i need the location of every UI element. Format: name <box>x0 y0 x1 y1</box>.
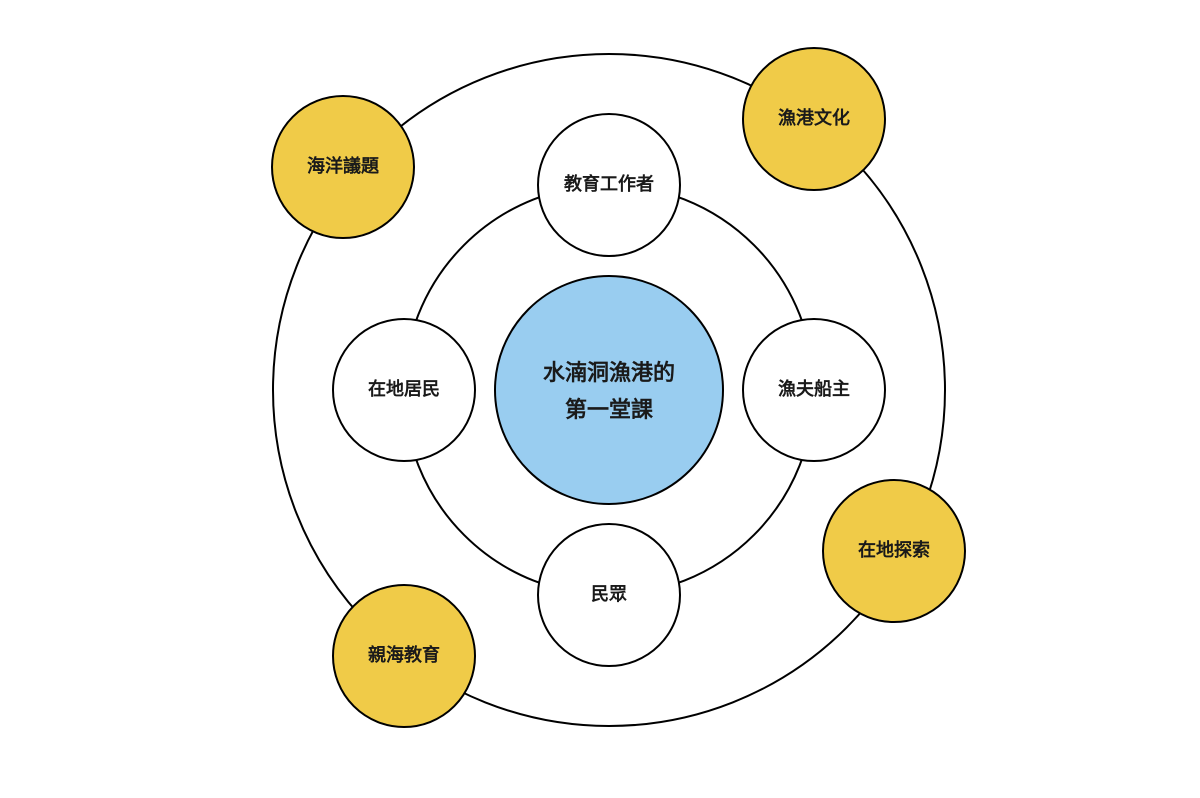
inner-node-label: 民眾 <box>591 584 627 605</box>
outer-node-ocean-issues: 海洋議題 <box>271 95 415 239</box>
outer-node-circle <box>271 95 415 239</box>
inner-node-circle <box>537 113 681 257</box>
outer-node-circle <box>332 584 476 728</box>
outer-node-label: 在地探索 <box>858 539 930 561</box>
inner-node-label: 教育工作者 <box>564 173 654 195</box>
outer-node-label: 漁港文化 <box>778 107 850 129</box>
inner-node-circle <box>537 523 681 667</box>
center-title-line-1: 水湳洞漁港的 <box>543 360 675 386</box>
inner-node-residents: 在地居民 <box>332 318 476 462</box>
outer-node-label: 海洋議題 <box>307 155 380 177</box>
inner-node-label: 在地居民 <box>368 378 440 400</box>
outer-node-harbor-culture: 漁港文化 <box>742 47 886 191</box>
inner-node-circle <box>332 318 476 462</box>
inner-node-public: 民眾 <box>537 523 681 667</box>
inner-node-label: 漁夫船主 <box>778 378 850 400</box>
outer-node-circle <box>822 479 966 623</box>
outer-node-local-exploration: 在地探索 <box>822 479 966 623</box>
inner-node-educators: 教育工作者 <box>537 113 681 257</box>
inner-node-fishermen: 漁夫船主 <box>742 318 886 462</box>
outer-orbit-ring <box>272 53 946 727</box>
center-title-line-2: 第一堂課 <box>565 397 654 423</box>
center-node: 水湳洞漁港的 第一堂課 <box>494 275 724 505</box>
outer-node-ocean-education: 親海教育 <box>332 584 476 728</box>
inner-node-circle <box>742 318 886 462</box>
outer-node-circle <box>742 47 886 191</box>
center-circle <box>494 275 724 505</box>
outer-node-label: 親海教育 <box>368 644 440 666</box>
